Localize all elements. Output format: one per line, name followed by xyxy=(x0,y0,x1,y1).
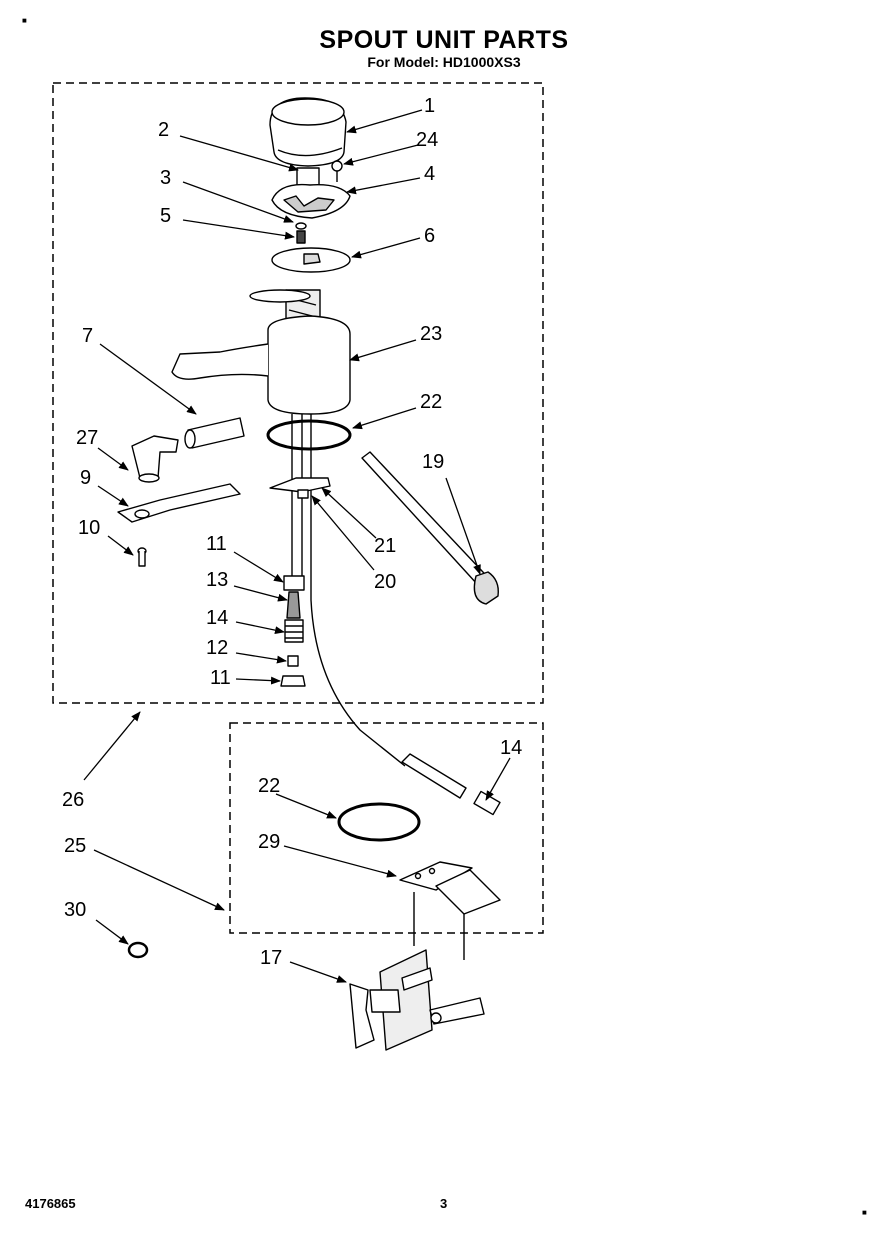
screw-part xyxy=(331,160,343,182)
faucet-body-part xyxy=(171,289,351,415)
callout-2: 2 xyxy=(158,119,169,141)
knob-cap-part xyxy=(269,97,347,167)
set-screw-part xyxy=(296,230,306,244)
ferrule-part xyxy=(287,655,299,667)
callout-4: 4 xyxy=(424,163,435,185)
template-part xyxy=(399,861,501,915)
install-kit-box xyxy=(229,722,544,934)
footer-page-number: 3 xyxy=(440,1196,448,1211)
compression-sleeve-part xyxy=(286,591,301,619)
callout-12: 12 xyxy=(206,637,228,659)
fitting-part xyxy=(284,619,304,643)
callout-30: 30 xyxy=(64,899,86,921)
o-ring-part-kit xyxy=(337,802,421,842)
callout-22: 22 xyxy=(420,391,442,413)
callout-22-lower: 22 xyxy=(258,775,280,797)
callout-23: 23 xyxy=(420,323,442,345)
corner-mark: ■ xyxy=(862,1208,867,1217)
small-clip-part xyxy=(297,489,309,499)
clip-part xyxy=(269,477,331,493)
diagram-subtitle: For Model: HD1000XS3 xyxy=(367,54,521,70)
o-ring-part xyxy=(266,419,352,451)
cylinder-part xyxy=(184,417,245,449)
screw-part-10 xyxy=(137,547,147,567)
clamp-part xyxy=(127,941,149,959)
valve-part xyxy=(349,949,485,1051)
diagram-title: SPOUT UNIT PARTS xyxy=(319,26,569,54)
callout-20: 20 xyxy=(374,571,396,593)
footer-part-number: 4176865 xyxy=(25,1196,76,1211)
callout-3: 3 xyxy=(160,167,171,189)
callout-5: 5 xyxy=(160,205,171,227)
callout-27: 27 xyxy=(76,427,98,449)
elbow-part xyxy=(131,435,179,483)
callout-1: 1 xyxy=(424,95,435,117)
callout-17: 17 xyxy=(260,947,282,969)
tube-part xyxy=(361,451,499,605)
callout-14-lower: 14 xyxy=(500,737,522,759)
callout-26: 26 xyxy=(62,789,84,811)
nut-part xyxy=(283,575,305,591)
callout-9: 9 xyxy=(80,467,91,489)
callout-7: 7 xyxy=(82,325,93,347)
tube-fitting-part xyxy=(401,753,501,816)
callout-19: 19 xyxy=(422,451,444,473)
spout-assembly-box xyxy=(52,82,544,704)
callout-11-lower: 11 xyxy=(210,667,231,689)
escutcheon-disc-part xyxy=(271,247,351,273)
washer-part xyxy=(295,222,307,230)
callout-14: 14 xyxy=(206,607,228,629)
nut-part-lower xyxy=(280,675,306,687)
bracket-part xyxy=(117,483,241,523)
callout-21: 21 xyxy=(374,535,396,557)
callout-29: 29 xyxy=(258,831,280,853)
corner-mark: ■ xyxy=(22,16,27,25)
callout-13: 13 xyxy=(206,569,228,591)
callout-6: 6 xyxy=(424,225,435,247)
callout-10: 10 xyxy=(78,517,100,539)
cam-plate-part xyxy=(271,167,351,219)
callout-24: 24 xyxy=(416,129,438,151)
callout-11: 11 xyxy=(206,533,227,555)
callout-25: 25 xyxy=(64,835,86,857)
